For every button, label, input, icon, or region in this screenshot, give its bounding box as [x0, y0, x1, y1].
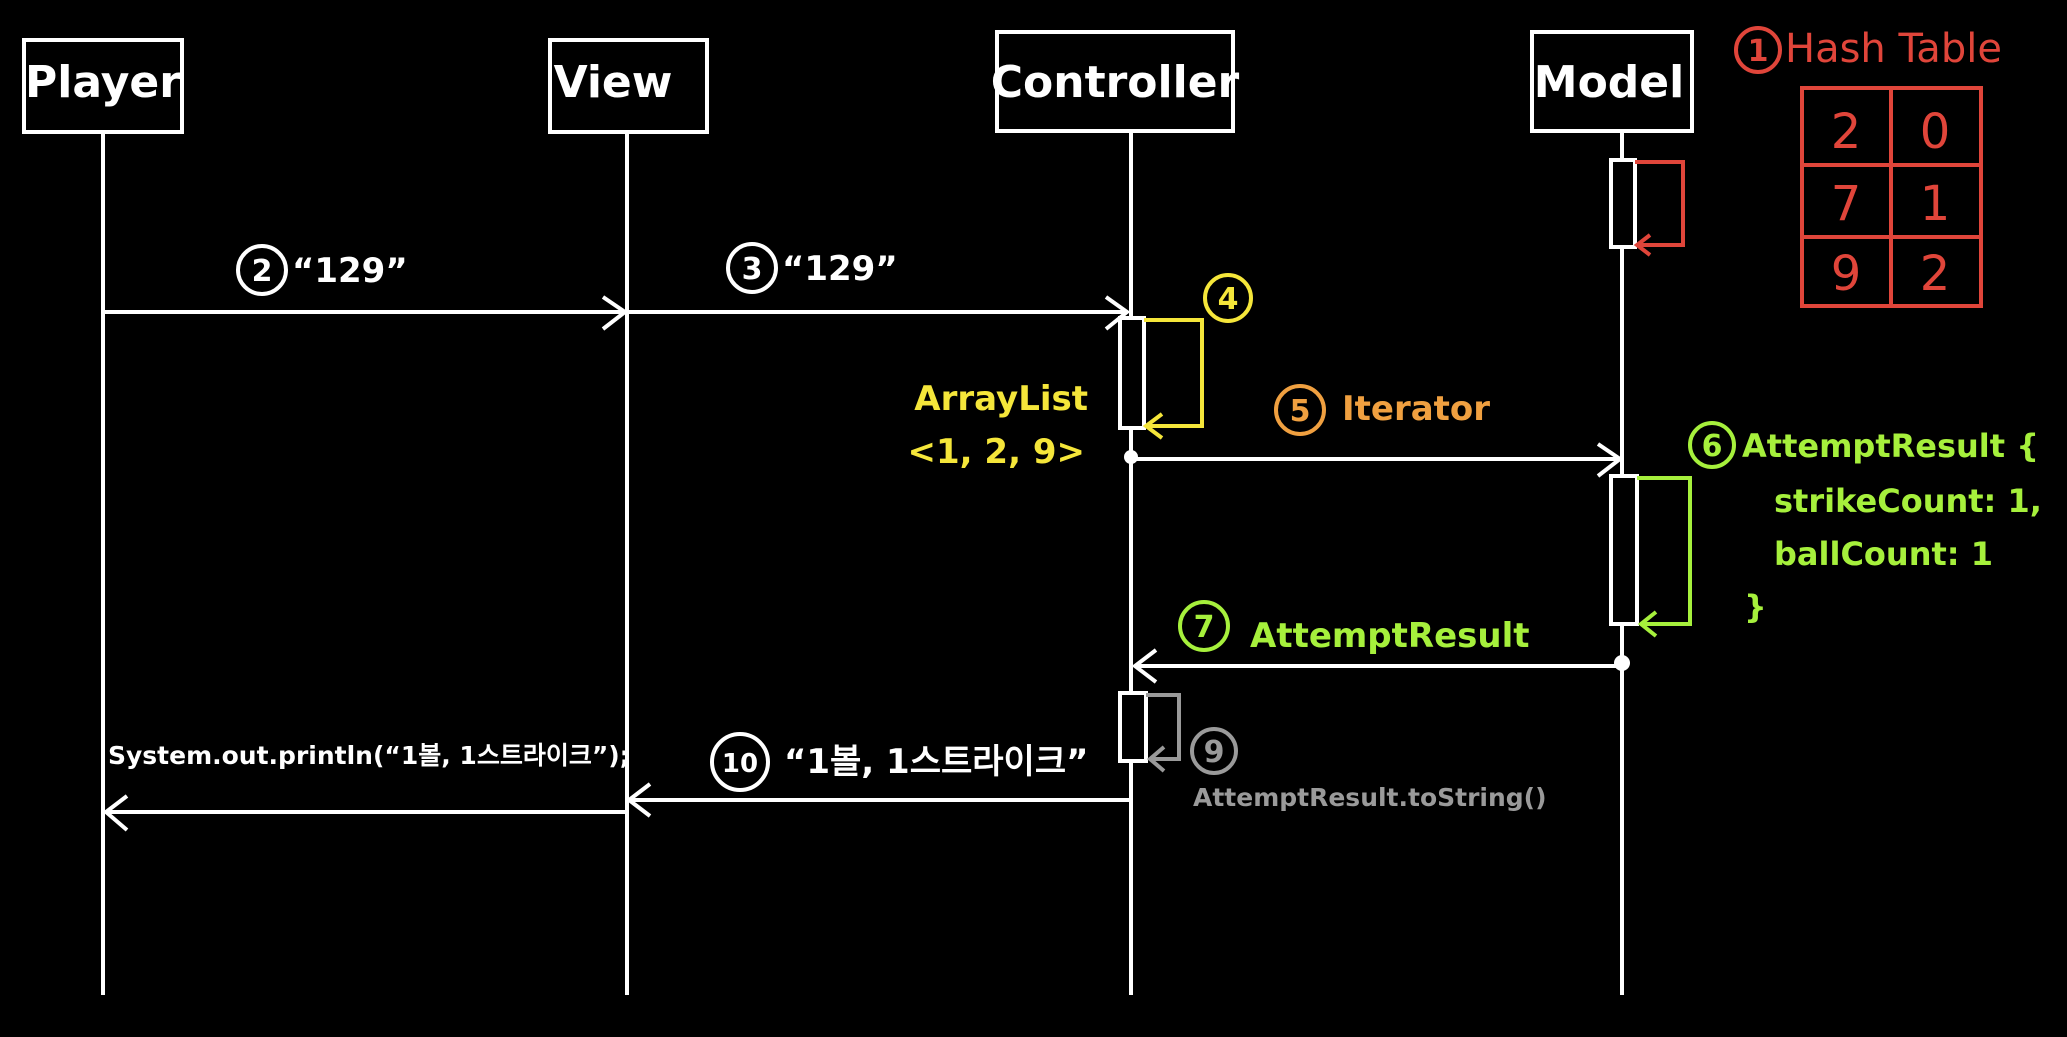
step6-number: 6 — [1702, 429, 1723, 464]
message-2-label: “129” — [292, 251, 408, 291]
participant-view: View — [548, 38, 709, 134]
step3-circle — [726, 242, 778, 294]
step1-circle — [1734, 26, 1782, 74]
step4-number: 4 — [1218, 282, 1239, 317]
model-activation-2 — [1609, 474, 1639, 626]
controller-self-arrow-gray — [1146, 693, 1181, 761]
step2-number: 2 — [252, 254, 273, 289]
hash-cell: 9 — [1831, 246, 1862, 302]
step1-number: 1 — [1748, 34, 1769, 69]
message-9-label: AttemptResult.toString() — [1193, 783, 1547, 812]
participant-player-label: Player — [25, 57, 181, 108]
controller-self-arrow-yellow — [1144, 318, 1204, 428]
message-7: 7 AttemptResult — [1131, 600, 1630, 684]
step6-circle — [1688, 421, 1736, 469]
step6-code-line4: } — [1744, 588, 1767, 626]
message-10-label: “1볼, 1스트라이크” — [784, 742, 1088, 782]
step5-circle — [1274, 384, 1326, 436]
step10-number: 10 — [722, 749, 758, 779]
step9-number: 9 — [1204, 735, 1225, 770]
step5-number: 5 — [1290, 394, 1311, 429]
message-5: 5 Iterator — [1124, 384, 1624, 478]
step7-number: 7 — [1194, 610, 1215, 645]
step6-code-line3: ballCount: 1 — [1774, 535, 1993, 573]
hash-cell: 0 — [1920, 104, 1951, 160]
participant-player: Player — [22, 38, 184, 134]
step4-circle — [1203, 273, 1253, 323]
step10-circle — [710, 732, 770, 792]
message-2: 2 “129” — [103, 244, 629, 331]
message-3: 3 “129” — [627, 242, 1131, 331]
hash-cell: 2 — [1920, 246, 1951, 302]
participant-view-label: View — [554, 57, 673, 108]
message-5-label: Iterator — [1342, 389, 1490, 429]
model-self-arrow-red — [1635, 160, 1685, 247]
controller-activation-1 — [1118, 316, 1146, 430]
message-7-label: AttemptResult — [1250, 616, 1530, 656]
step3-number: 3 — [742, 252, 763, 287]
step4-note-line1: ArrayList — [914, 379, 1088, 419]
participant-controller: Controller — [991, 30, 1240, 133]
message-println: System.out.println(“1볼, 1스트라이크”); — [102, 741, 630, 832]
model-activation-1 — [1609, 158, 1637, 249]
hash-cell: 7 — [1831, 176, 1862, 232]
hash-table-title: Hash Table — [1785, 26, 2002, 72]
participant-controller-label: Controller — [991, 57, 1240, 108]
step6-code-line2: strikeCount: 1, — [1774, 482, 2042, 520]
message-10: 10 “1볼, 1스트라이크” — [625, 732, 1131, 818]
participant-model-label: Model — [1534, 57, 1684, 108]
controller-activation-2 — [1118, 691, 1148, 763]
model-self-arrow-green — [1637, 476, 1692, 626]
message-3-label: “129” — [782, 249, 898, 289]
step6-code-line1: AttemptResult { — [1742, 427, 2039, 465]
step2-circle — [236, 244, 288, 296]
hash-cell: 2 — [1831, 104, 1862, 160]
step4-note-line2: <1, 2, 9> — [908, 432, 1085, 472]
message-println-label: System.out.println(“1볼, 1스트라이크”); — [108, 741, 630, 770]
hash-table: 1 Hash Table 2 0 7 1 9 2 — [1734, 26, 2002, 308]
participant-model: Model — [1530, 30, 1694, 133]
step7-circle — [1178, 600, 1230, 652]
hash-cell: 1 — [1920, 176, 1951, 232]
step9-circle — [1190, 727, 1238, 775]
